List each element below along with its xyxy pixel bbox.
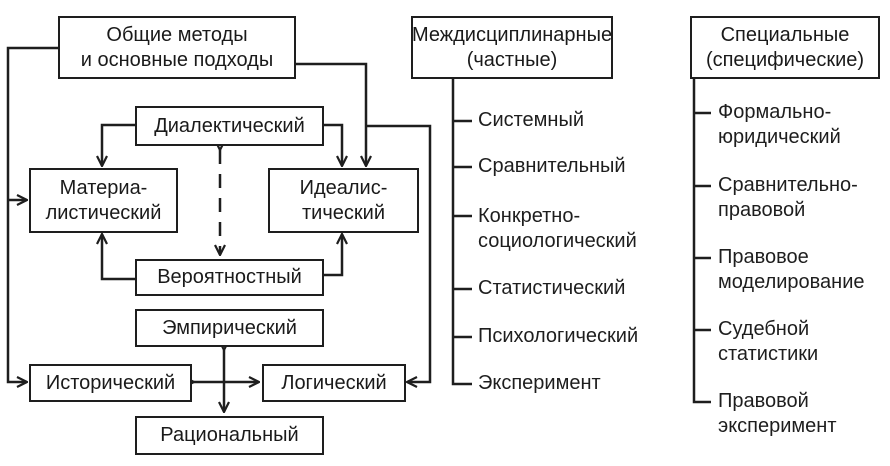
special-item-legal-experiment: Правовой эксперимент	[718, 389, 837, 439]
dialectical-label: Диалектический	[154, 114, 305, 137]
item-label: Психологический	[478, 325, 639, 347]
item-label-line1: Правовое	[718, 246, 809, 268]
interdisciplinary-box: Междисциплинарные (частные)	[411, 16, 613, 79]
probabilistic-label: Вероятностный	[157, 266, 302, 288]
special-title-line2: (специфические)	[705, 48, 865, 71]
connector-general-to-logical	[366, 124, 432, 382]
connector-general-to-idealistic	[295, 62, 366, 166]
item-label-line1: Судебной	[718, 318, 810, 340]
item-label-line2: эксперимент	[718, 415, 837, 437]
historical-box: Исторический	[29, 364, 192, 402]
special-item-judicial-statistics: Судебной статистики	[718, 317, 818, 367]
connector-dialectical-to-idealistic	[323, 123, 342, 166]
special-item-formal-legal: Формально- юридический	[718, 100, 841, 150]
empirical-label: Эмпирический	[162, 316, 297, 339]
special-item-legal-modeling: Правовое моделирование	[718, 245, 865, 295]
interdisciplinary-item-psychological: Психологический	[478, 324, 638, 349]
materialistic-box: Материа- листический	[29, 168, 178, 233]
interdisciplinary-item-comparative: Сравнительный	[478, 154, 626, 179]
item-label-line1: Правовой	[718, 390, 809, 412]
interdisciplinary-item-statistical: Статистический	[478, 276, 625, 301]
general-methods-title-line2: и основные подходы	[80, 48, 274, 71]
item-label: Статистический	[478, 277, 626, 299]
materialistic-label-line2: листический	[45, 201, 162, 224]
general-methods-box: Общие методы и основные подходы	[58, 16, 296, 79]
connector-dialectical-to-materialistic	[102, 123, 135, 166]
logical-box: Логический	[262, 364, 406, 402]
item-label-line2: социологический	[478, 230, 637, 252]
historical-label: Исторический	[45, 371, 176, 394]
special-tree-trunk	[692, 78, 711, 404]
item-label: Эксперимент	[478, 372, 601, 394]
interdisciplinary-item-experiment: Эксперимент	[478, 371, 601, 396]
connector-probabilistic-to-idealistic	[323, 234, 342, 277]
logical-label: Логический	[281, 371, 387, 394]
idealistic-label-line1: Идеалис-	[299, 176, 388, 199]
connector-general-to-historical	[6, 46, 58, 382]
item-label-line2: моделирование	[718, 271, 865, 293]
interdisciplinary-tree-trunk	[451, 78, 472, 386]
materialistic-label-line1: Материа-	[59, 176, 148, 199]
empirical-box: Эмпирический	[135, 309, 324, 347]
item-label-line2: статистики	[718, 343, 819, 365]
rational-label: Рациональный	[160, 424, 299, 446]
dialectical-box: Диалектический	[135, 106, 324, 146]
item-label-line1: Формально-	[718, 101, 832, 123]
special-box: Специальные (специфические)	[690, 16, 880, 79]
interdisciplinary-title-line1: Междисциплинарные	[411, 23, 613, 46]
idealistic-box: Идеалис- тический	[268, 168, 419, 233]
rational-box: Рациональный	[135, 416, 324, 455]
interdisciplinary-title-line2: (частные)	[466, 48, 558, 71]
item-label: Системный	[478, 109, 585, 131]
special-item-comparative-legal: Сравнительно- правовой	[718, 173, 858, 223]
connector-probabilistic-to-materialistic	[102, 234, 135, 281]
interdisciplinary-item-sociological: Конкретно- социологический	[478, 204, 637, 254]
interdisciplinary-item-systemic: Системный	[478, 108, 584, 133]
item-label-line2: правовой	[718, 199, 806, 221]
item-label-line2: юридический	[718, 126, 841, 148]
item-label-line1: Конкретно-	[478, 205, 581, 227]
probabilistic-box: Вероятностный	[135, 259, 324, 296]
item-label: Сравнительный	[478, 155, 626, 177]
item-label-line1: Сравнительно-	[718, 174, 858, 196]
general-methods-title-line1: Общие методы	[106, 23, 248, 46]
special-title-line1: Специальные	[720, 23, 850, 46]
idealistic-label-line2: тический	[302, 201, 385, 224]
